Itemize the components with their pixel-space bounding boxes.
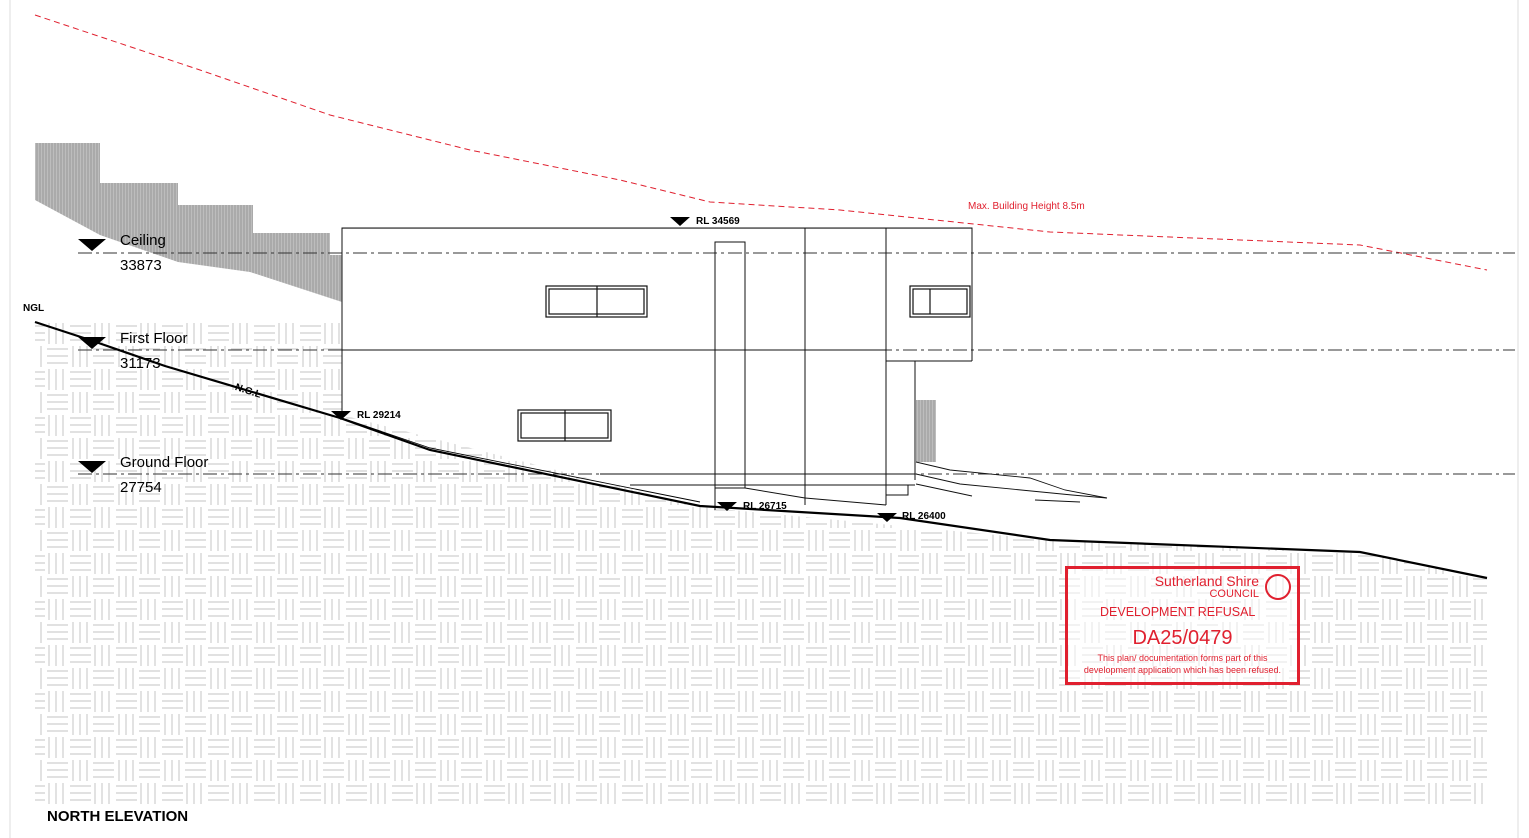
side-fence	[916, 400, 936, 462]
max-height-label: Max. Building Height 8.5m	[968, 201, 1085, 212]
stamp-reference: DA25/0479	[1132, 627, 1233, 649]
level-label-first-floor: First Floor	[120, 330, 188, 347]
level-label-ground-floor: Ground Floor	[120, 454, 209, 471]
neighbour-fence	[35, 143, 342, 302]
level-markers	[78, 217, 897, 522]
building-outline	[341, 227, 973, 510]
max-height-line	[34, 14, 1488, 271]
level-label-ceiling: Ceiling	[120, 232, 166, 249]
spot-level: RL 26715	[743, 501, 787, 512]
stamp-org-sub: COUNCIL	[1209, 588, 1259, 600]
level-rl-first-floor: 31173	[120, 355, 161, 372]
spot-level: RL 29214	[357, 410, 401, 421]
drawing-title: NORTH ELEVATION	[47, 808, 189, 825]
council-logo-icon	[1265, 574, 1291, 600]
spot-level: RL 26400	[902, 511, 946, 522]
level-rl-ceiling: 33873	[120, 257, 162, 274]
driveway	[915, 461, 1108, 503]
level-rl-ground-floor: 27754	[120, 479, 162, 496]
natural-ground-line	[34, 320, 1488, 580]
stamp-note-1: This plan/ documentation forms part of t…	[1097, 653, 1268, 663]
windows	[517, 285, 971, 442]
stamp-note-2: development application which has been r…	[1083, 665, 1282, 675]
ngl-label: NGL	[23, 303, 45, 314]
stamp-status: DEVELOPMENT REFUSAL	[1100, 605, 1256, 619]
refusal-stamp: Sutherland Shire COUNCIL DEVELOPMENT REF…	[1065, 566, 1300, 685]
spot-level: RL 34569	[696, 216, 740, 227]
stamp-org-name: Sutherland Shire	[1154, 573, 1259, 589]
